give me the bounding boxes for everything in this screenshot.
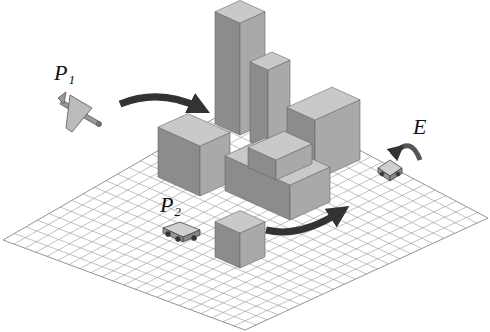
building-left-face — [250, 62, 268, 150]
pursuer-label: P₂ — [160, 194, 181, 216]
buildings — [158, 1, 360, 269]
ground-vehicle-icon — [163, 222, 200, 242]
evader-label: E — [413, 116, 426, 138]
grid-line — [234, 212, 477, 326]
evader-turn-arrow — [398, 146, 420, 160]
pursuer-label: P₁ — [54, 62, 75, 84]
building-left-face — [215, 12, 240, 135]
evader-vehicle-icon — [378, 160, 402, 181]
building-top-face — [250, 52, 290, 70]
grid-line — [201, 196, 446, 314]
building-top-face — [287, 87, 360, 120]
building-top-face — [215, 1, 265, 24]
building-top-face — [158, 114, 230, 146]
building-top-face — [215, 211, 265, 234]
grid-line — [212, 201, 456, 317]
vehicle-path-arrow — [266, 212, 340, 232]
drone-icon — [58, 92, 102, 132]
drone-path-arrow — [120, 97, 200, 108]
building-top-face — [248, 131, 312, 160]
grid-line — [113, 151, 361, 281]
